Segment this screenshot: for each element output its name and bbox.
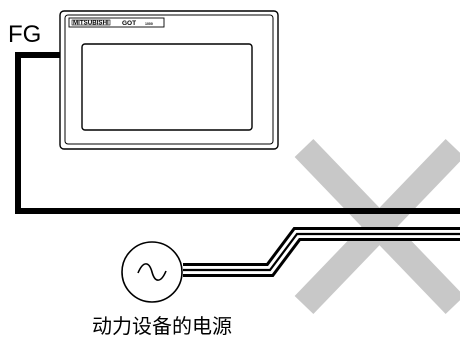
- ac-source-icon: [121, 241, 183, 303]
- sine-wave-icon: [137, 263, 167, 281]
- power-device-caption: 动力设备的电源: [92, 314, 232, 338]
- brand-logo: MITSUBISHI: [73, 20, 109, 27]
- fg-label: FG: [8, 21, 41, 48]
- prohibited-cross-icon: [294, 138, 460, 315]
- brand-badge: [71, 19, 111, 26]
- hmi-unit: MITSUBISHI GOT 1000: [59, 10, 279, 150]
- power-cable-center: [183, 232, 460, 272]
- fg-ground-wire: [15, 52, 460, 214]
- power-cable: [183, 227, 460, 277]
- hmi-screen: [81, 43, 253, 131]
- hmi-nameplate: [68, 17, 165, 28]
- cross-stroke-2: [294, 138, 460, 315]
- model-name: GOT: [122, 20, 136, 27]
- model-suffix: 1000: [145, 22, 153, 26]
